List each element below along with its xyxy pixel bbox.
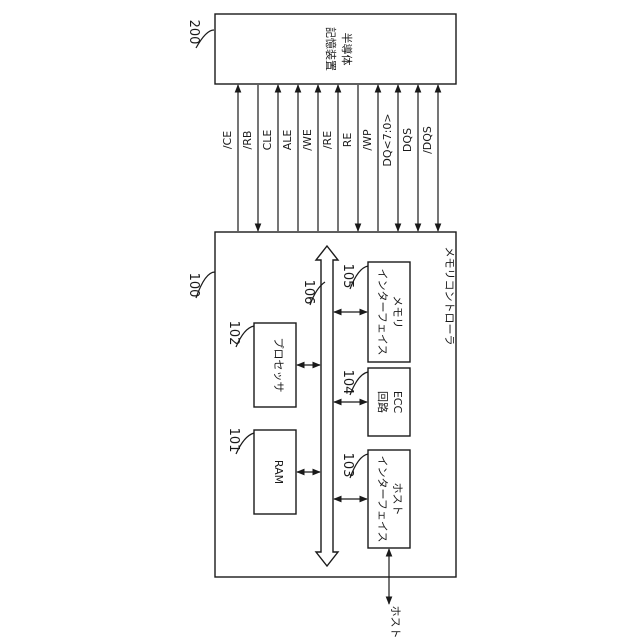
memory-controller-label: メモリコントローラ bbox=[443, 247, 456, 346]
signal-label-2: CLE bbox=[261, 130, 274, 151]
ecc-label-1: ECC bbox=[391, 391, 404, 414]
signal-label-8: DQ<7:0> bbox=[381, 113, 394, 166]
signal-label-4: /WE bbox=[301, 129, 314, 151]
signal-label-6: RE bbox=[341, 133, 354, 148]
signal-label-9: DQS bbox=[401, 128, 414, 152]
ecc-circuit-block: ECC 回路 bbox=[368, 368, 410, 436]
ecc-label-2: 回路 bbox=[376, 391, 389, 413]
host-interface-label-1: ホスト bbox=[391, 483, 404, 516]
ram-block: RAM bbox=[254, 430, 296, 514]
processor-label: プロセッサ bbox=[272, 338, 285, 393]
signal-label-10: /DQS bbox=[421, 126, 434, 154]
host-interface-block: ホスト インターフェイス bbox=[368, 450, 410, 548]
memory-interface-label-2: インターフェイス bbox=[376, 268, 389, 355]
memory-interface-label-1: メモリ bbox=[391, 296, 404, 329]
memory-interface-block: メモリ インターフェイス bbox=[368, 262, 410, 362]
signal-lines: /CE/RB CLE ALE/WE/RE RE/WP DQ<7:0> DQS/DQS bbox=[221, 85, 438, 231]
host-interface-ref: 103 bbox=[340, 453, 355, 478]
semiconductor-memory-device: 半導体 記憶装置 bbox=[215, 14, 456, 84]
ram-label: RAM bbox=[272, 460, 285, 484]
signal-label-0: /CE bbox=[221, 131, 234, 149]
memory-controller: メモリコントローラ bbox=[215, 232, 456, 577]
signal-label-5: /RE bbox=[321, 131, 334, 149]
signal-label-3: ALE bbox=[281, 130, 294, 151]
memory-controller-ref: 100 bbox=[186, 273, 201, 298]
ecc-ref: 104 bbox=[340, 370, 355, 395]
memory-interface-ref: 105 bbox=[340, 264, 355, 289]
semiconductor-memory-ref: 200 bbox=[186, 20, 201, 45]
semiconductor-memory-label-1: 半導体 bbox=[340, 33, 354, 66]
host-label: ホスト bbox=[389, 606, 402, 639]
host-interface-label-2: インターフェイス bbox=[376, 455, 389, 542]
signal-label-1: /RB bbox=[241, 131, 254, 150]
processor-block: プロセッサ bbox=[254, 323, 296, 407]
signal-label-7: /WP bbox=[361, 129, 374, 151]
semiconductor-memory-label-2: 記憶装置 bbox=[324, 27, 338, 71]
internal-bus-ref: 106 bbox=[301, 280, 316, 305]
